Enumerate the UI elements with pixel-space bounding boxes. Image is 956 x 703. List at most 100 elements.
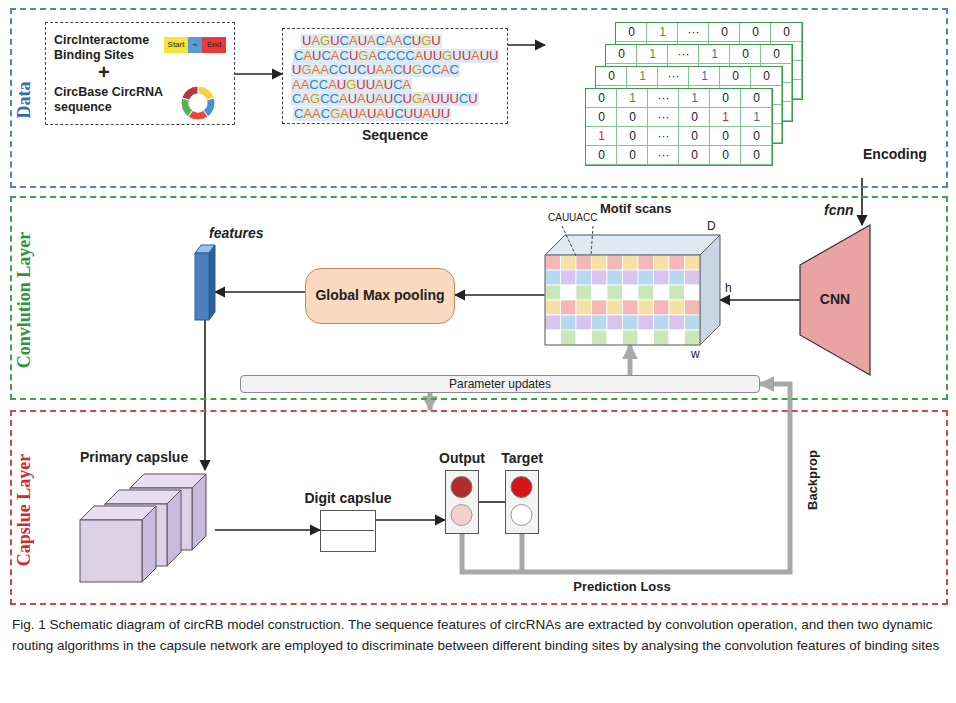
nucleotide: U [403,62,412,77]
matrix-value: 1 [637,45,668,64]
matrix-value: ··· [678,23,709,42]
matrix-value: 0 [730,45,761,64]
sequence-line: AACCAUGUUAUCA [291,78,412,92]
nucleotide: U [366,77,375,92]
motif-cell [669,255,685,270]
box-caption: Sequence [362,127,428,143]
matrix-value: 0 [596,67,627,86]
matrix-value: 0 [616,23,647,42]
motif-cell [545,285,561,300]
nucleotide: A [303,106,312,121]
motif-cell [561,330,577,345]
nucleotide: C [340,33,349,48]
motif-cell [607,285,623,300]
motif-cell [638,330,654,345]
motif-cell [638,315,654,330]
nucleotide: C [294,106,303,121]
matrix-value: 0 [617,108,648,127]
capsule-cube-side [142,506,156,582]
pooling-box: Global Max pooling [305,268,455,324]
matrix-value: 0 [617,127,648,146]
matrix-value: 0 [710,127,741,146]
node-graphic [195,245,215,320]
motif-cell [654,330,670,345]
motif-cell [592,330,608,345]
edge-label: Prediction Loss [570,579,674,594]
nucleotide: U [384,77,393,92]
motif-cell [685,255,701,270]
nucleotide: U [412,33,421,48]
motif-cell [669,300,685,315]
matrix-value: 0 [679,108,710,127]
nucleotide: U [450,91,459,106]
matrix-value: 0 [709,23,740,42]
motif-cell [638,285,654,300]
motif-cell [623,300,639,315]
nucleotide: C [402,33,411,48]
matrix-value: 0 [761,45,792,64]
slab-side [209,245,215,320]
panel-title: Capslue Layer [14,453,35,566]
capsule-cube-side [192,474,206,550]
matrix-value: 0 [679,146,710,165]
nucleotide: C [386,48,395,63]
sequence-line: UGAACCUCUAACUGCCAC [291,63,460,77]
motif-cell [607,315,623,330]
source-name: CircBase CircRNA sequence [54,85,170,115]
matrix-value: 1 [689,67,720,86]
motif-cell [545,330,561,345]
motif-cell [576,270,592,285]
matrix-value: 1 [741,108,772,127]
nucleotide: A [394,33,403,48]
cnn-trapezoid: CNN [800,225,870,375]
nucleotide: C [319,77,328,92]
nucleotide: A [375,77,384,92]
motif-cell [669,315,685,330]
nucleotide: U [367,106,376,121]
matrix-value: ··· [648,146,679,165]
matrix-value: 1 [710,108,741,127]
nucleotide: U [349,106,358,121]
motif-cell [654,300,670,315]
nucleotide: C [393,77,402,92]
motif-cell [607,300,623,315]
update-arrow [628,345,633,375]
motif-cell [685,315,701,330]
matrix-value: 0 [741,127,772,146]
nucleotide: A [357,91,366,106]
sequence-line: CAGCCAUAUAUCUGAUUUCU [291,92,479,106]
nucleotide: A [349,33,358,48]
feature-slab: features [195,245,215,320]
motif-cell [654,270,670,285]
motif-cell [576,330,592,345]
nucleotide: U [413,106,422,121]
motif-cell [685,330,701,345]
cube-front [545,255,700,345]
panel-title: Convlution Layer [14,232,35,369]
matrix-value: 0 [586,89,617,108]
nucleotide: C [431,62,440,77]
vector-dot [511,505,532,526]
matrix-value: ··· [648,108,679,127]
capsule-cube-front [80,520,142,582]
nucleotide: U [431,33,440,48]
nucleotide: U [431,91,440,106]
nucleotide: A [384,62,393,77]
encoding-group: Encoding01···00001···10001···10001···100… [545,18,940,178]
nucleotide: U [441,106,450,121]
motif-cell [685,270,701,285]
box-caption: Primary capslue [80,449,188,465]
nucleotide: U [403,91,412,106]
nucleotide: C [376,33,385,48]
motif-cell [576,300,592,315]
nucleotide: U [356,77,365,92]
nucleotide: A [303,48,312,63]
matrix-value: ··· [648,89,679,108]
target-vector: Target [505,470,539,534]
matrix-value: 0 [771,23,802,42]
diagram-label: End [202,37,226,53]
nucleotide: U [366,62,375,77]
motif-cube: Motif scansCAUUACCDhw [545,235,720,345]
panel-title: Data [14,82,35,119]
